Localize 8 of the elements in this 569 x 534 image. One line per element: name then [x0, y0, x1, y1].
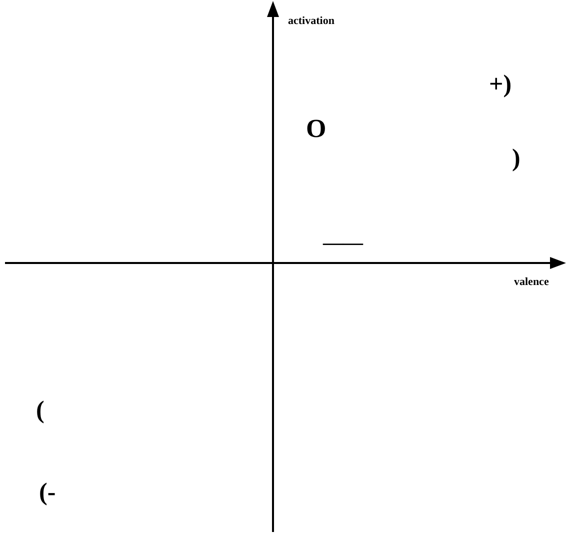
emoticon-text: ) [512, 146, 520, 171]
emoticon-text: O [306, 116, 326, 142]
axis-label: activation [288, 16, 334, 27]
emoticon-text: ( [36, 398, 44, 423]
emoticon-text: (- [39, 480, 56, 505]
axis-label: valence [514, 277, 549, 288]
emoticon-text: +) [489, 72, 512, 97]
emoticon-text: —— [323, 233, 363, 253]
